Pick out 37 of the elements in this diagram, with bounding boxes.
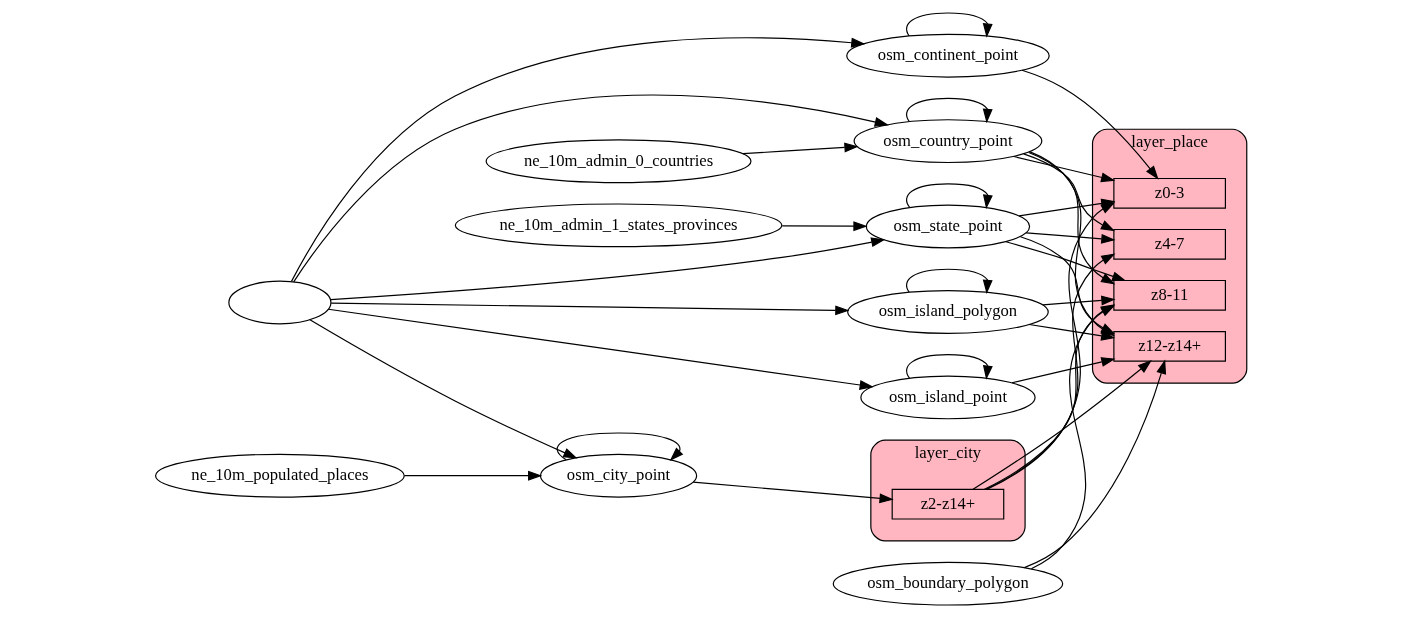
arrow — [905, 12, 993, 38]
arrow — [1004, 241, 1126, 282]
arrow — [741, 142, 859, 155]
node-ellipse — [227, 280, 331, 325]
arrow — [403, 470, 542, 481]
node-box: z4-7 — [1112, 228, 1226, 260]
node-ellipse: ne_10m_populated_places — [154, 453, 405, 498]
arrow — [1010, 357, 1116, 384]
arrow — [905, 268, 993, 294]
arrow — [905, 354, 993, 380]
arrow — [905, 97, 993, 124]
arrow — [290, 37, 865, 282]
node-ellipse: osm_continent_point — [845, 33, 1050, 78]
arrow — [692, 481, 894, 504]
node-box: z12-z14+ — [1112, 330, 1226, 362]
node-ellipse: osm_island_polygon — [846, 290, 1049, 334]
arrow — [1012, 155, 1115, 183]
arrow — [556, 432, 683, 461]
arrow — [329, 237, 885, 301]
arrow — [1023, 359, 1166, 569]
node-box: z8-11 — [1112, 279, 1226, 311]
node-box: z0-3 — [1112, 177, 1226, 209]
arrow — [1021, 69, 1159, 180]
node-ellipse: ne_10m_admin_0_countries — [485, 139, 752, 184]
arrow — [905, 183, 993, 209]
node-ellipse: osm_city_point — [539, 453, 697, 498]
arrow — [1041, 295, 1116, 306]
node-ellipse: osm_boundary_polygon — [832, 561, 1063, 606]
node-ellipse: ne_10m_admin_1_states_provinces — [454, 203, 782, 248]
arrow — [1025, 232, 1115, 244]
arrow — [971, 360, 1152, 490]
arrow — [308, 319, 578, 459]
node-box: z2-z14+ — [891, 488, 1004, 520]
arrow — [330, 302, 849, 316]
arrow — [292, 94, 889, 283]
arrow — [781, 221, 868, 232]
arrow — [327, 308, 874, 390]
